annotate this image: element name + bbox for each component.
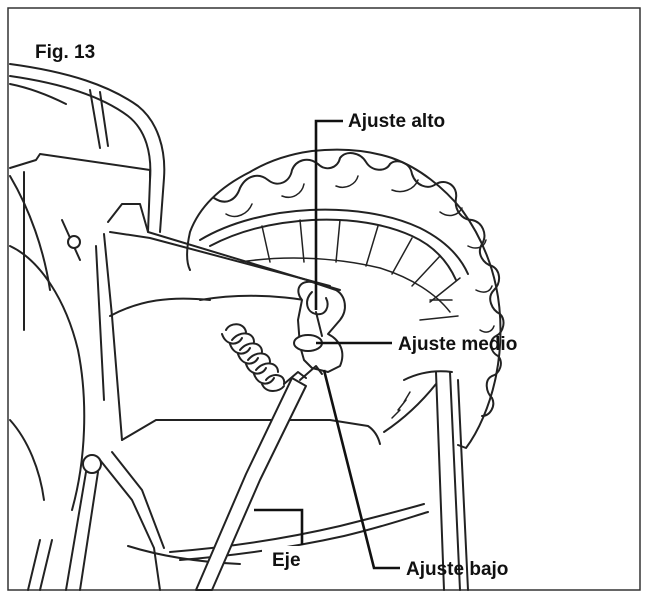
label-eje: Eje [272,550,301,571]
leader-lines [254,119,400,570]
mower-frame [9,63,429,591]
label-eje-backdrop [262,546,324,572]
height-adjust-bracket [293,280,346,373]
wheel [186,148,505,591]
axle-assembly [195,323,323,591]
leader-ajuste-bajo [322,369,400,570]
leader-ajuste-alto [314,119,343,310]
figure-title: Fig. 13 [35,42,95,63]
label-ajuste-medio: Ajuste medio [398,334,517,355]
leader-eje [254,508,304,545]
label-ajuste-alto: Ajuste alto [348,111,445,132]
label-ajuste-bajo: Ajuste bajo [406,559,508,580]
